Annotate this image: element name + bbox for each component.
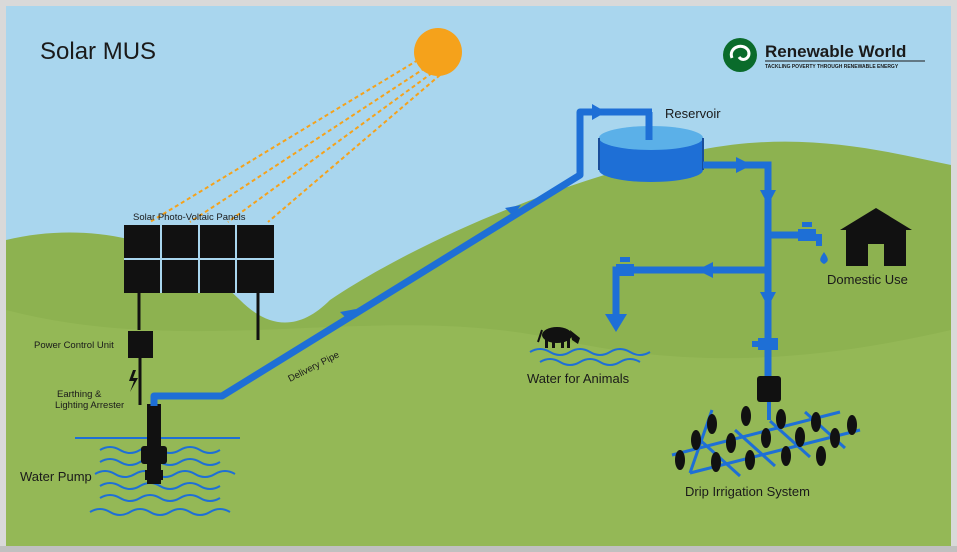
pipe-arrow-1 bbox=[340, 309, 356, 320]
earthing-label-1: Earthing & bbox=[57, 389, 102, 400]
corn-plant-icon bbox=[691, 427, 840, 453]
house-icon bbox=[840, 208, 912, 266]
front-hill bbox=[6, 310, 951, 546]
power-control-label: Power Control Unit bbox=[34, 340, 114, 351]
pipe-arrow-7 bbox=[605, 314, 627, 332]
panels-label: Solar Photo-Voltaic Panels bbox=[133, 212, 246, 223]
domestic-use-label: Domestic Use bbox=[827, 272, 908, 287]
reservoir-label: Reservoir bbox=[665, 106, 721, 121]
corn-plant-icon bbox=[675, 446, 826, 472]
sun-icon bbox=[414, 28, 462, 76]
animal-water-waves bbox=[529, 348, 651, 366]
page-title: Solar MUS bbox=[40, 38, 156, 65]
water-pump bbox=[141, 404, 167, 484]
pipe-arrow-8 bbox=[760, 292, 776, 307]
lightning-icon bbox=[129, 370, 138, 392]
delivery-pipe bbox=[150, 108, 605, 406]
brand-tagline: TACKLING POVERTY THROUGH RENEWABLE ENERG… bbox=[765, 64, 899, 70]
pipe-arrow-2 bbox=[505, 205, 521, 216]
drip-irrigation-tank bbox=[757, 376, 781, 420]
cow-icon bbox=[537, 327, 580, 348]
solar-panels bbox=[124, 225, 274, 340]
earthing-label-2: Lighting Arrester bbox=[55, 400, 124, 411]
crop-plants bbox=[675, 406, 857, 472]
water-pump-label: Water Pump bbox=[20, 469, 92, 484]
power-control-unit bbox=[128, 331, 153, 358]
bottom-bar bbox=[0, 546, 957, 552]
tap-icon bbox=[616, 257, 634, 276]
water-drop-icon bbox=[820, 252, 828, 264]
sun-rays bbox=[149, 59, 441, 223]
tap-icon bbox=[752, 338, 778, 350]
swirl-logo-icon bbox=[723, 38, 757, 72]
corn-plant-icon bbox=[707, 406, 857, 435]
brand-name: Renewable World bbox=[765, 42, 906, 61]
pipe-arrow-4 bbox=[736, 157, 752, 173]
pipe-arrow-6 bbox=[697, 262, 713, 278]
pipe-arrow-3 bbox=[592, 104, 606, 120]
water-for-animals-label: Water for Animals bbox=[527, 371, 630, 386]
drip-irrigation-label: Drip Irrigation System bbox=[685, 484, 810, 499]
water-waves bbox=[89, 446, 236, 516]
tap-icon bbox=[798, 222, 822, 246]
pipe-arrow-5 bbox=[760, 190, 776, 205]
